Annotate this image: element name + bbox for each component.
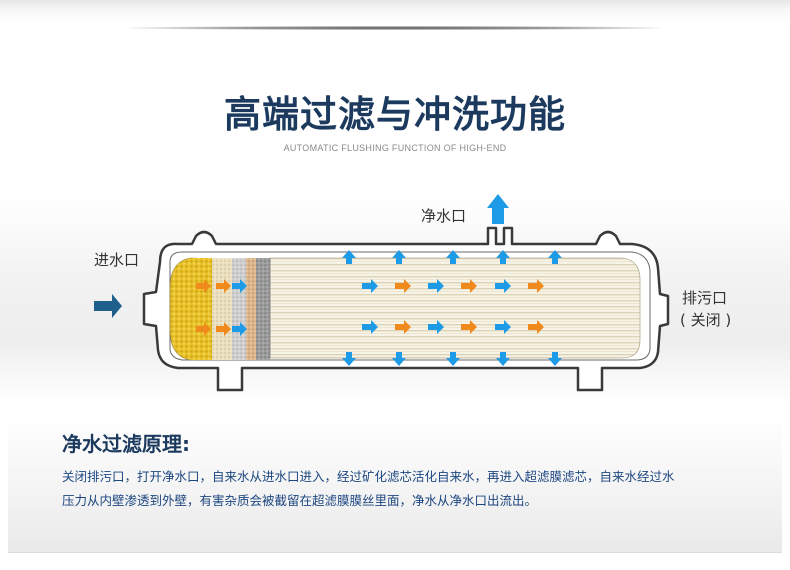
layer-grey — [232, 258, 246, 360]
ultrafiltration-membrane — [269, 257, 641, 359]
membrane-flow-arrows — [362, 279, 544, 334]
layer-beige — [212, 258, 232, 360]
drain-label: 排污口 — [682, 289, 728, 307]
layer-yellow-2 — [192, 258, 212, 360]
principle-heading: 净水过滤原理: — [62, 432, 190, 456]
principle-text: 关闭排污口，打开净水口，自来水从进水口进入，经过矿化滤芯活化自来水，再进入超滤膜… — [62, 465, 762, 513]
permeate-up-arrows — [342, 250, 562, 264]
permeate-down-arrows — [342, 352, 562, 366]
clean-outlet-label: 净水口 — [421, 207, 467, 225]
inlet-arrow-icon — [94, 294, 122, 318]
top-divider — [130, 26, 660, 30]
drain-state-label: ( 关闭 ) — [680, 311, 732, 329]
principle-line-1: 关闭排污口，打开净水口，自来水从进水口进入，经过矿化滤芯活化自来水，再进入超滤膜… — [62, 469, 675, 484]
outlet-arrow-icon — [487, 194, 509, 224]
layer-yellow — [169, 257, 197, 361]
top-shadow — [0, 0, 790, 22]
principle-line-2: 压力从内壁渗透到外壁，有害杂质会被截留在超滤膜膜丝里面，净水从净水口出流出。 — [62, 493, 538, 508]
prefilter-blue-arrows — [232, 279, 247, 336]
prefilter-flow-arrows — [196, 279, 231, 336]
layer-dark — [256, 258, 270, 360]
page-subtitle: AUTOMATIC FLUSHING FUNCTION OF HIGH-END — [283, 143, 507, 153]
housing-inner-line — [169, 251, 651, 361]
inlet-label: 进水口 — [94, 251, 140, 269]
page-title: 高端过滤与冲洗功能 — [224, 93, 566, 136]
layer-tan — [246, 258, 256, 360]
principle-panel — [8, 412, 782, 553]
mineral-filter-cartridge — [169, 257, 270, 361]
